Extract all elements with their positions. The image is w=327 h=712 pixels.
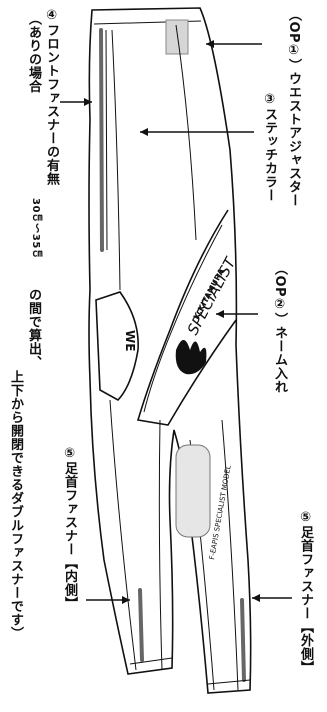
ankle-zipper-inner-graphic xyxy=(138,588,144,662)
ankle-zipper-outer-label: ⑤足首ファスナー【外側】 xyxy=(298,510,313,674)
waist-adjuster-label: （OP①）ウエストアジャスター xyxy=(286,8,301,208)
name-print-label: （OP②）ネーム入れ xyxy=(272,262,287,394)
cuff-right xyxy=(207,679,251,685)
waist-adjuster-patch xyxy=(165,19,189,55)
arrow-stitch-color xyxy=(140,128,254,136)
knee-pad xyxy=(175,444,211,538)
front-zipper xyxy=(99,28,104,252)
ankle-zipper-inner-label: ⑤足首ファスナー【内側】 xyxy=(62,446,77,610)
ankle-zipper-outer-graphic xyxy=(240,598,246,682)
front-zipper-label-line2c: の間で算出、 xyxy=(26,288,41,369)
front-zipper-label-line2a: （ありの場合 xyxy=(26,12,41,93)
front-zipper-label-line2b: 30㎝〜35㎝ xyxy=(30,198,41,260)
leg-seam-outer-right xyxy=(221,419,239,691)
specialist-panel-stitch xyxy=(143,224,223,413)
seat-panel xyxy=(95,291,139,402)
arrow-ankle-inner xyxy=(86,596,130,604)
arrow-front-zipper xyxy=(60,98,92,106)
pants-outline xyxy=(88,7,252,694)
arrow-waist-adjuster xyxy=(206,40,262,48)
side-seam-left xyxy=(111,29,121,291)
arrow-ankle-outer xyxy=(252,594,292,602)
leg-seam-inner-left xyxy=(109,399,137,671)
side-seam-right xyxy=(175,24,197,241)
logo-fragment-text: WE xyxy=(123,330,137,351)
front-zipper-label-line3: 上下から開閉できるダブルファスナーです） xyxy=(8,370,23,640)
specialist-panel xyxy=(136,209,237,426)
front-zipper-label-line1: ④フロントファスナーの有無 xyxy=(44,8,59,186)
stitch-color-label: ③ステッチカラー xyxy=(262,92,277,202)
front-zipper-edge xyxy=(105,29,108,251)
flame-logo xyxy=(175,340,207,375)
leg-seam-inner-right xyxy=(158,419,163,671)
cuff-left xyxy=(129,657,173,665)
arrow-name-print xyxy=(216,310,258,318)
